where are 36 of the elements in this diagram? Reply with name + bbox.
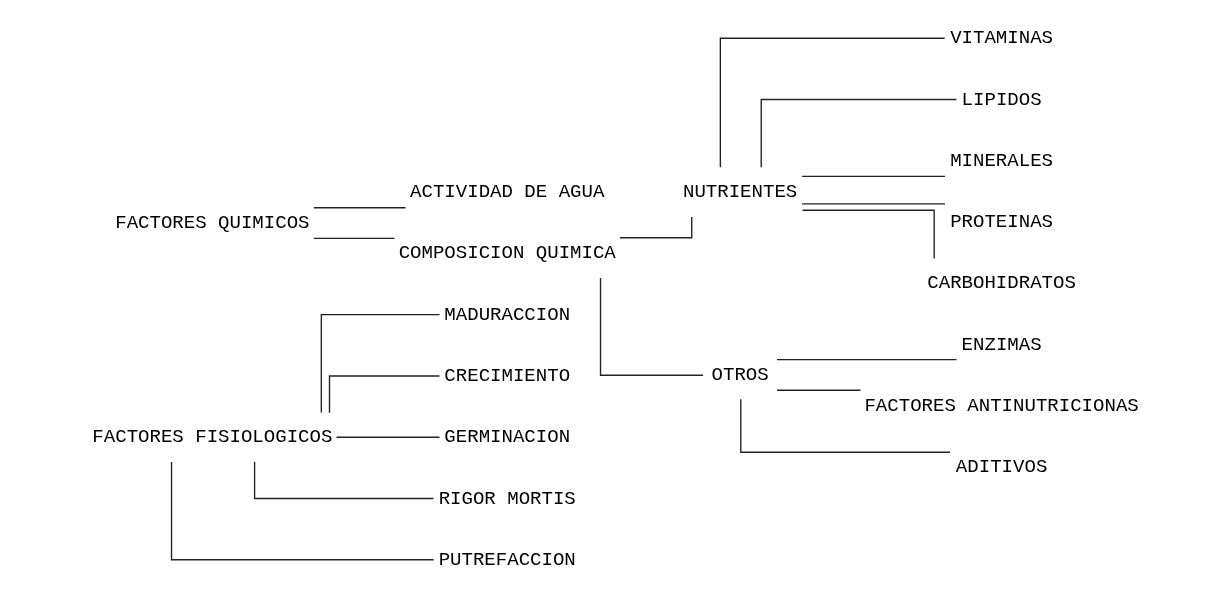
node-text: LIPIDOS	[961, 88, 1042, 111]
node-text: ACTIVIDAD DE AGUA	[410, 181, 605, 204]
node-text: NUTRIENTES	[682, 181, 798, 204]
node-text: FACTORES ANTINUTRICIONAS	[864, 394, 1139, 417]
connector	[313, 207, 407, 209]
node-text: CARBOHIDRATOS	[927, 272, 1076, 295]
connector	[719, 37, 946, 169]
node-text: MINERALES	[950, 149, 1054, 172]
connector	[740, 398, 951, 453]
node-text: CRECIMIENTO	[444, 364, 571, 387]
node-text: OTROS	[711, 363, 769, 386]
connector	[619, 216, 693, 239]
node-text: GERMINACION	[444, 426, 571, 449]
connector	[776, 358, 958, 361]
node-text: PUTREFACCION	[438, 548, 576, 571]
connector	[170, 461, 435, 561]
node-text: RIGOR MORTIS	[438, 487, 576, 510]
node-text: FACTORES FISIOLOGICOS	[92, 426, 333, 449]
connector	[313, 237, 396, 240]
node-text: PROTEINAS	[950, 211, 1054, 234]
connector	[760, 98, 958, 168]
connector	[599, 277, 704, 376]
connector	[328, 375, 441, 414]
node-text: MADURACCION	[444, 303, 571, 326]
connector	[801, 209, 935, 260]
node-text: ADITIVOS	[955, 456, 1048, 479]
connector	[776, 389, 862, 391]
connector	[253, 461, 435, 500]
node-text: ENZIMAS	[961, 333, 1042, 356]
node-text: COMPOSICION QUIMICA	[398, 242, 616, 265]
node-text: VITAMINAS	[950, 27, 1054, 50]
connector	[320, 314, 441, 414]
connector	[335, 436, 441, 438]
connector	[801, 175, 946, 178]
node-text: FACTORES QUIMICOS	[115, 212, 310, 235]
connector	[801, 203, 946, 205]
